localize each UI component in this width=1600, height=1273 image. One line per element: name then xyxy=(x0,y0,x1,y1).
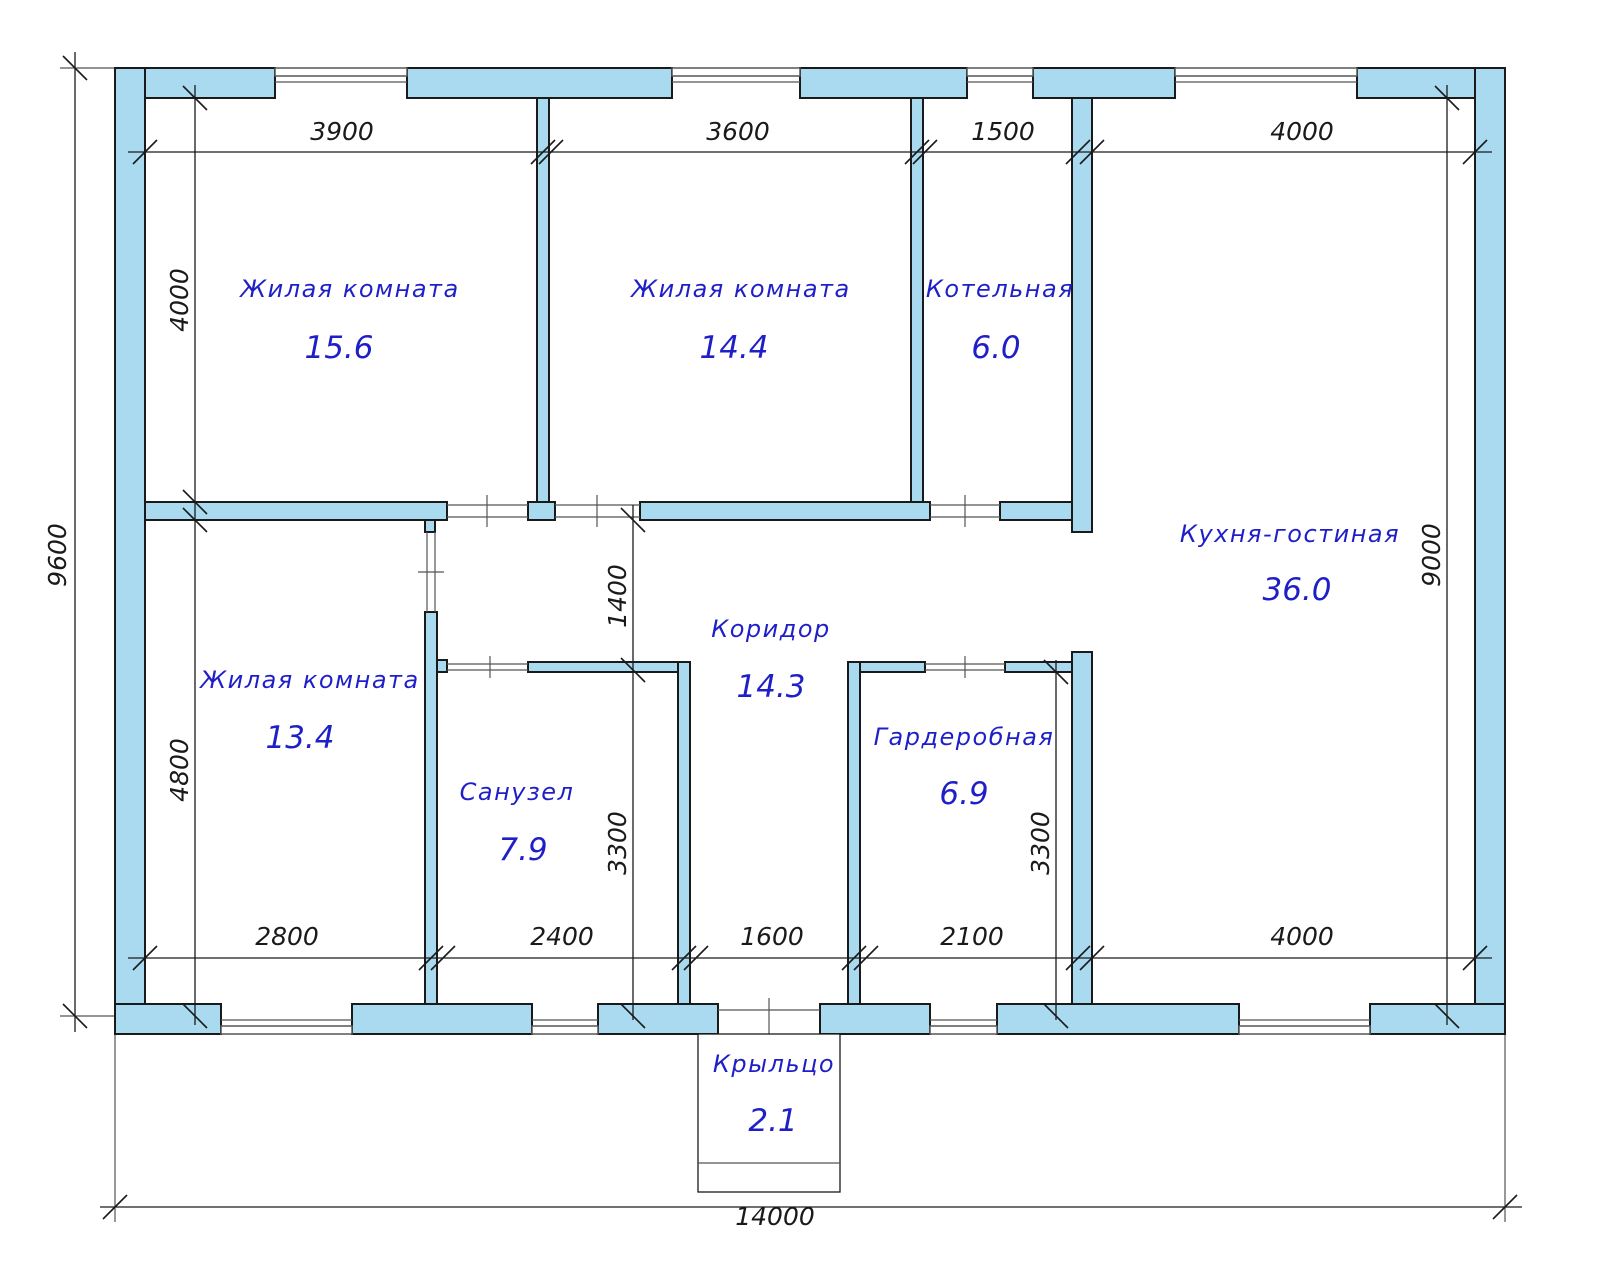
room-wardrobe-name: Гардеробная xyxy=(874,723,1055,751)
room-labels: Жилая комната 15.6 Жилая комната 14.4 Ко… xyxy=(198,275,1400,1139)
room-bath-name: Санузел xyxy=(460,778,575,806)
room-porch-name: Крыльцо xyxy=(713,1050,835,1078)
room-corridor-name: Коридор xyxy=(711,615,831,643)
dim-bath-height: 3300 xyxy=(603,811,632,875)
dim-bottom-1: 2800 xyxy=(255,922,319,951)
overall-dimensions xyxy=(60,52,1522,1222)
dim-left-lower: 4800 xyxy=(165,738,194,802)
dim-top-3: 1500 xyxy=(971,117,1035,146)
room-kitchen-area: 36.0 xyxy=(1262,572,1331,608)
inner-dimensions xyxy=(128,85,1492,1029)
room-porch-area: 2.1 xyxy=(748,1103,797,1139)
room-living3-name: Жилая комната xyxy=(198,666,419,694)
windows xyxy=(220,67,1371,1035)
walls xyxy=(114,67,1506,1035)
dim-top-1: 3900 xyxy=(310,117,374,146)
room-wardrobe-area: 6.9 xyxy=(939,776,988,812)
dim-total-width: 14000 xyxy=(735,1202,815,1231)
room-living1-area: 15.6 xyxy=(304,330,373,366)
room-kitchen-name: Кухня-гостиная xyxy=(1180,520,1400,548)
dimension-labels: 3900 3600 1500 4000 2800 2400 1600 2100 … xyxy=(43,117,1446,1231)
dim-kitchen-height: 9000 xyxy=(1417,523,1446,587)
porch xyxy=(697,1033,841,1193)
dim-bottom-4: 2100 xyxy=(940,922,1004,951)
room-living3-area: 13.4 xyxy=(265,720,334,756)
room-boiler-name: Котельная xyxy=(926,275,1074,303)
room-living2-area: 14.4 xyxy=(699,330,768,366)
dim-total-height: 9600 xyxy=(43,523,72,587)
dim-bottom-5: 4000 xyxy=(1270,922,1334,951)
dim-left-upper: 4000 xyxy=(165,268,194,332)
dim-wardrobe-height: 3300 xyxy=(1026,811,1055,875)
dim-top-4: 4000 xyxy=(1270,117,1334,146)
room-bath-area: 7.9 xyxy=(498,832,547,868)
room-boiler-area: 6.0 xyxy=(971,330,1020,366)
doorways xyxy=(418,495,1005,1036)
dim-top-2: 3600 xyxy=(706,117,770,146)
room-corridor-area: 14.3 xyxy=(736,669,805,705)
dim-bottom-2: 2400 xyxy=(530,922,594,951)
room-living1-name: Жилая комната xyxy=(238,275,459,303)
room-living2-name: Жилая комната xyxy=(629,275,850,303)
dim-corridor-height: 1400 xyxy=(603,564,632,628)
dim-bottom-3: 1600 xyxy=(740,922,804,951)
